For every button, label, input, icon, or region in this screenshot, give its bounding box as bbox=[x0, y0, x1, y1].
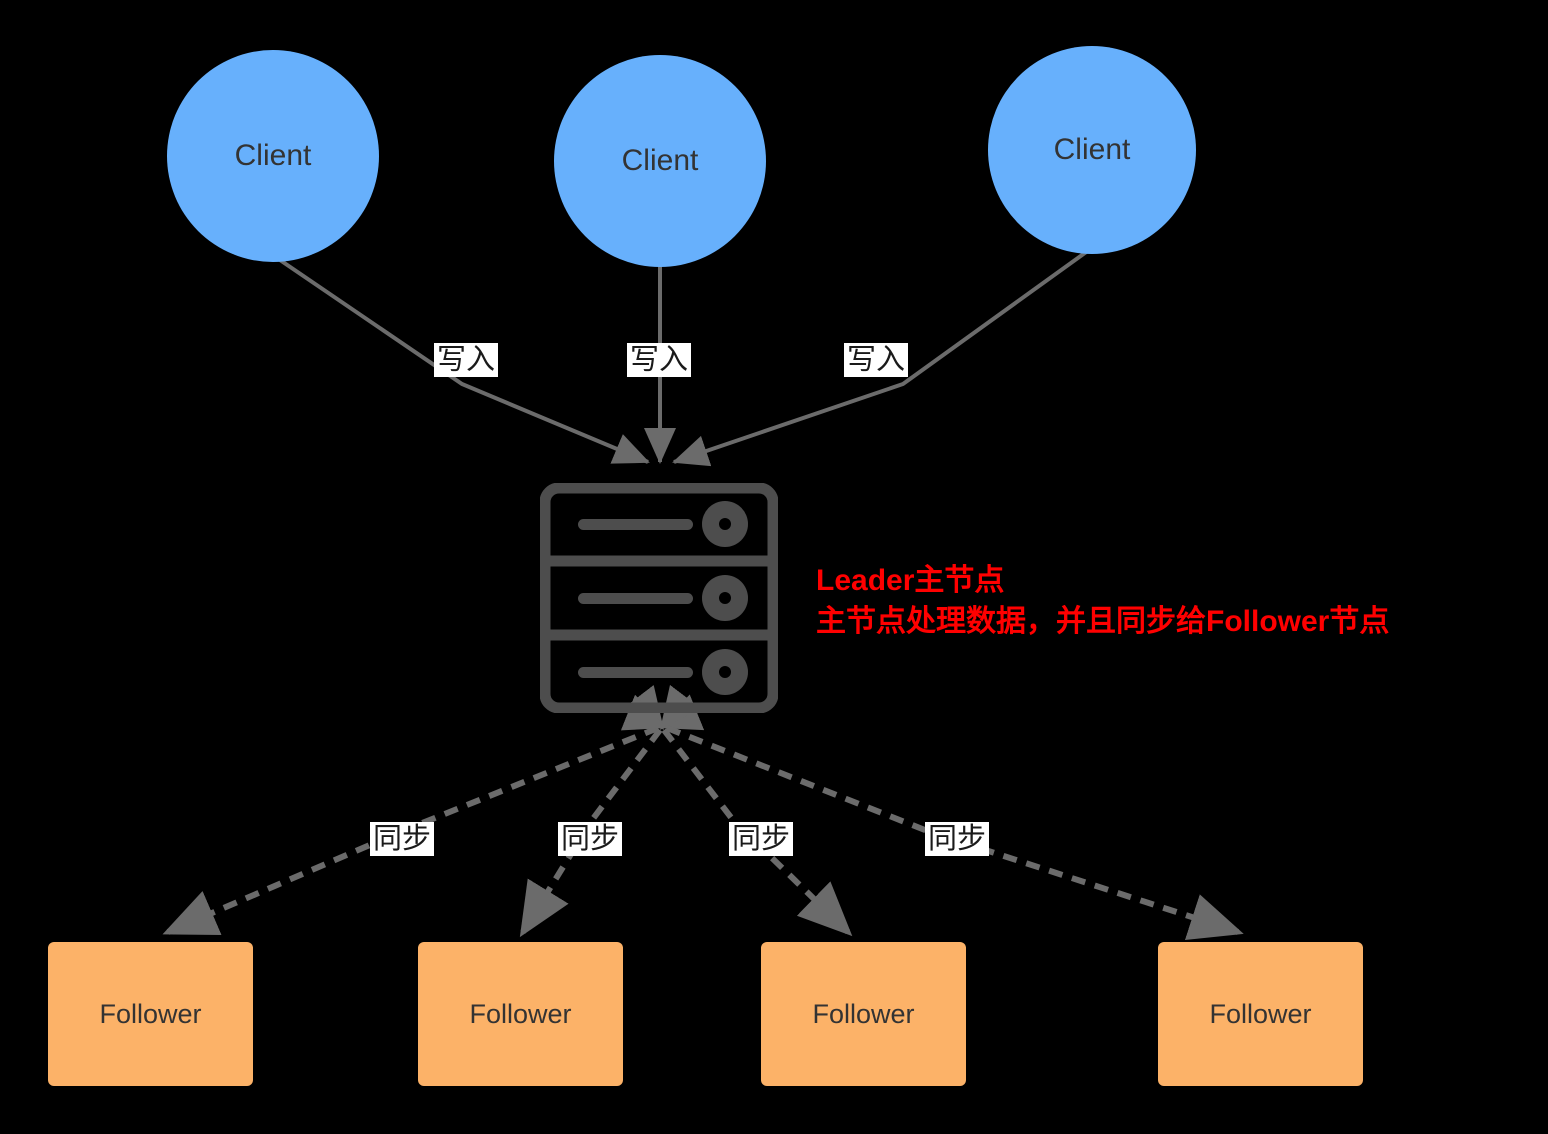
follower-node-4[interactable]: Follower bbox=[1158, 942, 1363, 1086]
follower-label: Follower bbox=[1209, 998, 1312, 1029]
client-label: Client bbox=[1053, 133, 1131, 166]
follower-label: Follower bbox=[469, 998, 572, 1029]
edge-label-write-1: 写入 bbox=[434, 343, 499, 378]
edge-label-sync-3: 同步 bbox=[729, 822, 794, 857]
edge-label-write-3: 写入 bbox=[844, 343, 909, 378]
client-node-2[interactable]: Client bbox=[554, 55, 766, 267]
client-node-3[interactable]: Client bbox=[988, 46, 1196, 254]
edge-label-sync-1: 同步 bbox=[370, 822, 435, 857]
follower-node-2[interactable]: Follower bbox=[418, 942, 623, 1086]
server-rack-icon[interactable] bbox=[540, 483, 778, 713]
client-label: Client bbox=[621, 144, 699, 177]
follower-label: Follower bbox=[812, 998, 915, 1029]
follower-label: Follower bbox=[99, 998, 202, 1029]
leader-note-line-2: 主节点处理数据，并且同步给Follower节点 bbox=[816, 605, 1390, 639]
leader-note-line-1: Leader主节点 bbox=[816, 564, 1005, 597]
client-label: Client bbox=[234, 139, 312, 172]
follower-node-3[interactable]: Follower bbox=[761, 942, 966, 1086]
client-node-1[interactable]: Client bbox=[167, 50, 379, 262]
edge-write-3 bbox=[672, 248, 1091, 467]
edge-label-sync-2: 同步 bbox=[558, 822, 623, 857]
edge-label-sync-4: 同步 bbox=[925, 822, 990, 857]
edge-write-1 bbox=[275, 256, 650, 464]
leader-note: Leader主节点 主节点处理数据，并且同步给Follower节点 bbox=[816, 560, 1389, 643]
edge-label-write-2: 写入 bbox=[627, 343, 692, 378]
follower-node-1[interactable]: Follower bbox=[48, 942, 253, 1086]
